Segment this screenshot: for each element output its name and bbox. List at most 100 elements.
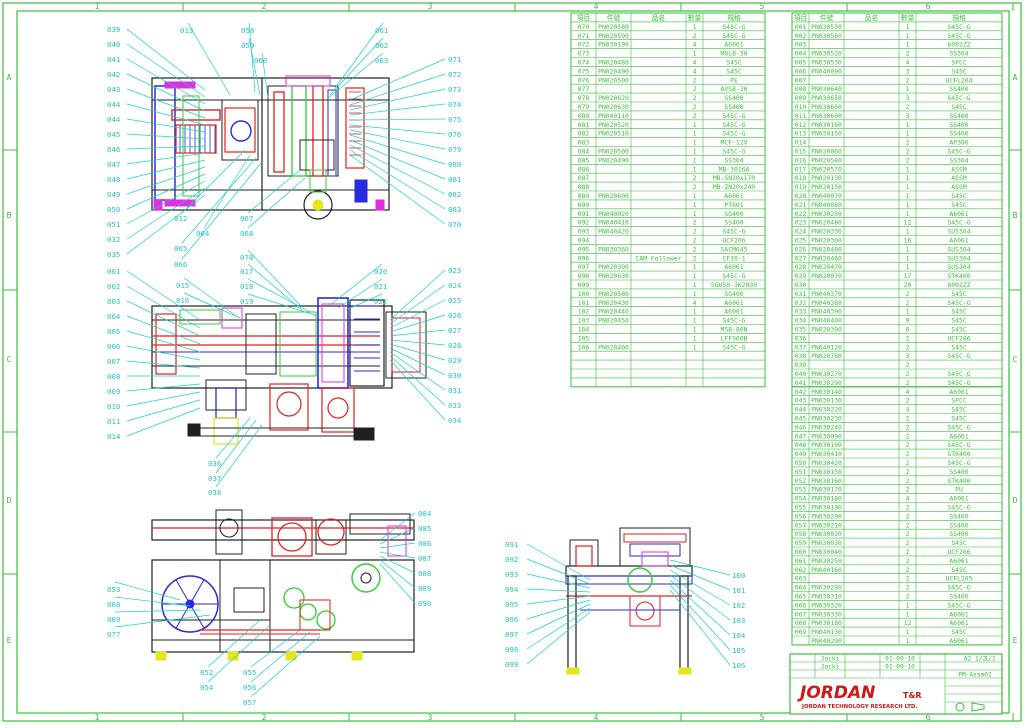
bom-cell: 2: [906, 504, 910, 512]
callout-number: 037: [208, 474, 221, 483]
bom-cell: S45C-G: [947, 94, 970, 102]
bom-cell: 017: [795, 165, 807, 173]
bom-header-cell: 件號: [820, 13, 834, 22]
bom-cell: PN030190: [811, 504, 842, 512]
leader-line: [126, 187, 206, 240]
bom-cell: 008: [795, 85, 807, 93]
shaft: [171, 109, 221, 121]
leader-line: [114, 596, 191, 607]
callout-number: 021: [374, 282, 387, 291]
bom-cell: 051: [795, 468, 807, 476]
leader-line: [126, 391, 201, 407]
bom-cell: PN030290: [811, 379, 842, 387]
bom-cell: A6061: [949, 388, 968, 396]
title-cell: Jacki: [821, 664, 840, 671]
bom-cell: A6061: [949, 610, 968, 618]
reducer-gear-b: [327, 397, 349, 419]
bom-cell: 1: [906, 183, 910, 191]
upper-block: [179, 309, 221, 325]
bom-cell: PN030250: [811, 210, 842, 218]
leader-line: [248, 37, 261, 96]
bom-cell: PN030650: [811, 94, 842, 102]
bom-cell: S45C-G: [947, 441, 970, 449]
bom-cell: PN030200: [811, 512, 842, 520]
bom-cell: 070: [578, 23, 590, 31]
left-roller: [155, 313, 177, 375]
leader-line: [126, 383, 201, 392]
bom-header-cell: 數量: [901, 13, 915, 22]
end-sprocket: [627, 567, 653, 593]
callout-number: 103: [732, 616, 745, 625]
bom-cell: 2: [906, 486, 910, 494]
callout-number: 085: [418, 524, 431, 533]
bom-cell: SS400: [949, 130, 968, 138]
bom-cell: PN040410: [598, 219, 629, 227]
bom-cell: SS400: [949, 530, 968, 538]
bom-cell: 2: [693, 103, 697, 111]
leader-line: [126, 285, 201, 329]
bom-cell: 2: [906, 415, 910, 423]
bom-cell: S45C: [951, 308, 967, 316]
leader-line: [389, 284, 446, 325]
bom-cell: PN040120: [811, 343, 842, 351]
bom-cell: 1: [906, 628, 910, 636]
leader-line: [126, 330, 201, 353]
gearbox: [213, 417, 239, 445]
leader-line: [126, 58, 206, 105]
bom-cell: SS400: [949, 521, 968, 529]
callout-number: 106: [732, 661, 745, 670]
bom-cell: 068: [795, 619, 807, 627]
bom-cell: S45C-G: [947, 299, 970, 307]
bom-cell: A6061: [724, 308, 743, 316]
bom-cell: 021: [795, 201, 807, 209]
callout-number: 089: [418, 584, 431, 593]
leader-line: [389, 351, 446, 391]
bom-cell: 2: [693, 32, 697, 40]
bom-cell: PN020300: [811, 237, 842, 245]
bom-cell: PU: [955, 486, 963, 494]
leader-line: [126, 300, 201, 337]
leveling-foot: [155, 651, 167, 661]
leader-line: [526, 573, 591, 589]
bom-cell: 2: [693, 219, 697, 227]
leader-line: [250, 629, 301, 668]
leader-line: [349, 103, 446, 116]
leader-line: [114, 581, 181, 601]
bom-cell: PN020630: [598, 103, 629, 111]
bom-cell: LFFS60B: [721, 334, 748, 342]
callout-number: 098: [505, 645, 518, 654]
leader-line: [526, 588, 591, 593]
callout-number: 009: [107, 387, 120, 396]
zone-label-right: E: [1013, 636, 1018, 645]
bom-cell: 4: [906, 59, 910, 67]
leader-line: [126, 28, 206, 91]
callout-number: 004: [107, 312, 121, 321]
bom-cell: PN040070: [811, 192, 842, 200]
part-edge: [189, 579, 205, 605]
callout-number: 044: [107, 100, 121, 109]
bom-cell: 2: [906, 299, 910, 307]
bom-cell: 17: [904, 272, 912, 280]
bom-cell: 086: [578, 165, 590, 173]
callout-number: 043: [107, 85, 120, 94]
leader-line: [114, 609, 201, 613]
bom-cell: 1: [906, 41, 910, 49]
leader-line: [181, 161, 263, 260]
bom-cell: 4: [693, 41, 697, 49]
leader-line: [126, 133, 206, 140]
bom-cell: 038: [795, 352, 807, 360]
callout-number: 099: [505, 660, 518, 669]
stopper: [354, 179, 368, 203]
bom-cell: PN020490: [598, 156, 629, 164]
bom-cell: PN030660: [811, 103, 842, 111]
bom-cell: 9: [906, 317, 910, 325]
bom-cell: PN030270: [811, 370, 842, 378]
bom-cell: 012: [795, 121, 807, 129]
bom-cell: 6002ZZ: [947, 281, 970, 289]
bom-cell: SPCC: [951, 397, 967, 405]
bom-cell: 2: [693, 183, 697, 191]
bom-cell: 4: [906, 388, 910, 396]
leader-line: [329, 37, 384, 96]
